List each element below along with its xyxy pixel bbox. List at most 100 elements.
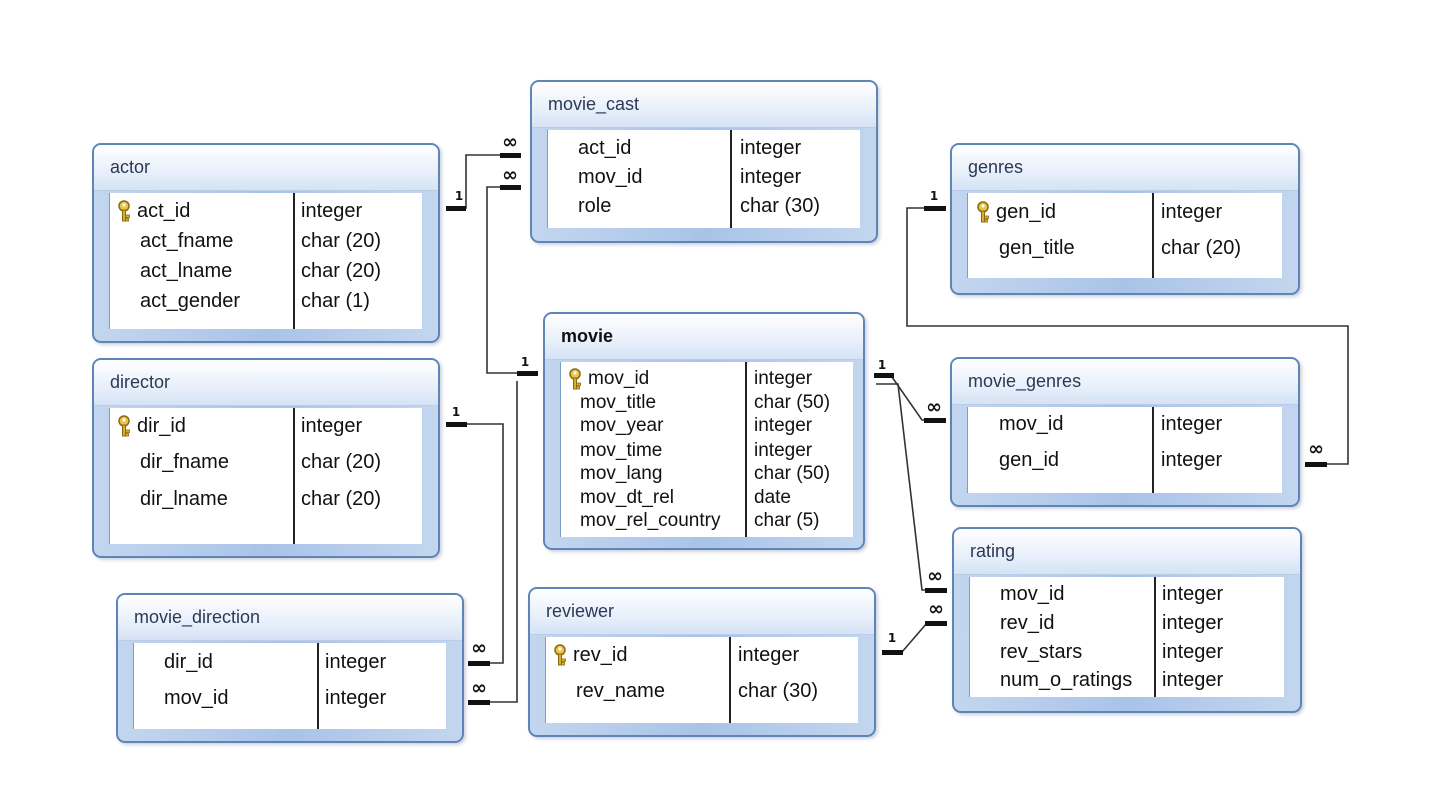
column-type: char (30): [738, 679, 819, 702]
column-type: integer: [1161, 448, 1223, 471]
column-name: gen_id: [996, 200, 1057, 223]
column-type: integer: [325, 650, 387, 673]
column-name: mov_id: [578, 165, 643, 188]
column-type: char (20): [1161, 236, 1242, 259]
movie-rating-line: [876, 383, 946, 591]
column-row[interactable]: gen_title char (20): [968, 233, 1282, 263]
table-title: movie_direction: [118, 595, 462, 641]
column-divider: [293, 408, 295, 544]
column-row[interactable]: role char (30): [548, 192, 860, 220]
column-type: integer: [754, 368, 813, 389]
column-type: integer: [301, 414, 363, 437]
cardinality-many-label: ∞: [927, 565, 943, 587]
table-title: rating: [954, 529, 1300, 575]
column-type: integer: [740, 165, 802, 188]
cardinality-one-label: 1: [452, 405, 460, 419]
cardinality-many-bar: [1305, 462, 1327, 467]
cardinality-many-label: ∞: [502, 164, 518, 186]
column-type: integer: [754, 415, 813, 436]
cardinality-one-bar: [874, 373, 894, 378]
column-name: mov_time: [580, 440, 663, 461]
reviewer-rating-line: [882, 622, 946, 653]
cardinality-many-bar: [925, 588, 947, 593]
column-row[interactable]: mov_lang char (50): [561, 462, 853, 486]
column-name: gen_title: [999, 236, 1075, 259]
column-type: char (50): [754, 463, 831, 484]
cardinality-many-bar: [924, 418, 946, 423]
column-type: char (30): [740, 194, 821, 217]
column-name: rev_id: [573, 643, 628, 666]
cardinality-one-label: 1: [521, 355, 529, 369]
cardinality-one-bar: [446, 206, 466, 211]
column-type: integer: [1161, 412, 1223, 435]
cardinality-many-label: ∞: [926, 396, 942, 418]
column-type: integer: [1161, 200, 1223, 223]
cardinality-many-bar: [468, 661, 490, 666]
column-divider: [730, 130, 732, 228]
column-name: mov_id: [1000, 582, 1065, 605]
primary-key-icon: [566, 368, 584, 390]
table-columns: gen_id integer gen_title char (20): [967, 193, 1282, 278]
column-row[interactable]: mov_time integer: [561, 439, 853, 463]
column-name: rev_id: [1000, 611, 1055, 634]
column-row[interactable]: mov_id integer: [548, 163, 860, 191]
cardinality-many-label: ∞: [502, 131, 518, 153]
table-title: reviewer: [530, 589, 874, 635]
column-type: integer: [325, 686, 387, 709]
column-type: char (20): [301, 259, 382, 282]
movie-movie-cast-line: [486, 186, 519, 374]
column-row[interactable]: gen_id integer: [968, 197, 1282, 227]
primary-key-icon: [974, 201, 992, 223]
table-title: movie_cast: [532, 82, 876, 128]
column-type: integer: [754, 440, 813, 461]
movie-movie-genres-line: [876, 376, 944, 421]
column-row[interactable]: dir_id integer: [110, 411, 422, 441]
column-divider: [317, 643, 319, 729]
column-type: char (50): [754, 392, 831, 413]
column-name: dir_id: [137, 414, 186, 437]
column-name: mov_title: [580, 392, 657, 413]
column-type: integer: [1162, 640, 1224, 663]
movie-movie-direction-line: [470, 381, 518, 703]
cardinality-many-label: ∞: [1308, 438, 1324, 460]
column-name: role: [578, 194, 612, 217]
column-name: mov_lang: [580, 463, 663, 484]
column-row[interactable]: mov_title char (50): [561, 391, 853, 415]
column-type: integer: [1162, 668, 1224, 691]
cardinality-one-label: 1: [888, 631, 896, 645]
